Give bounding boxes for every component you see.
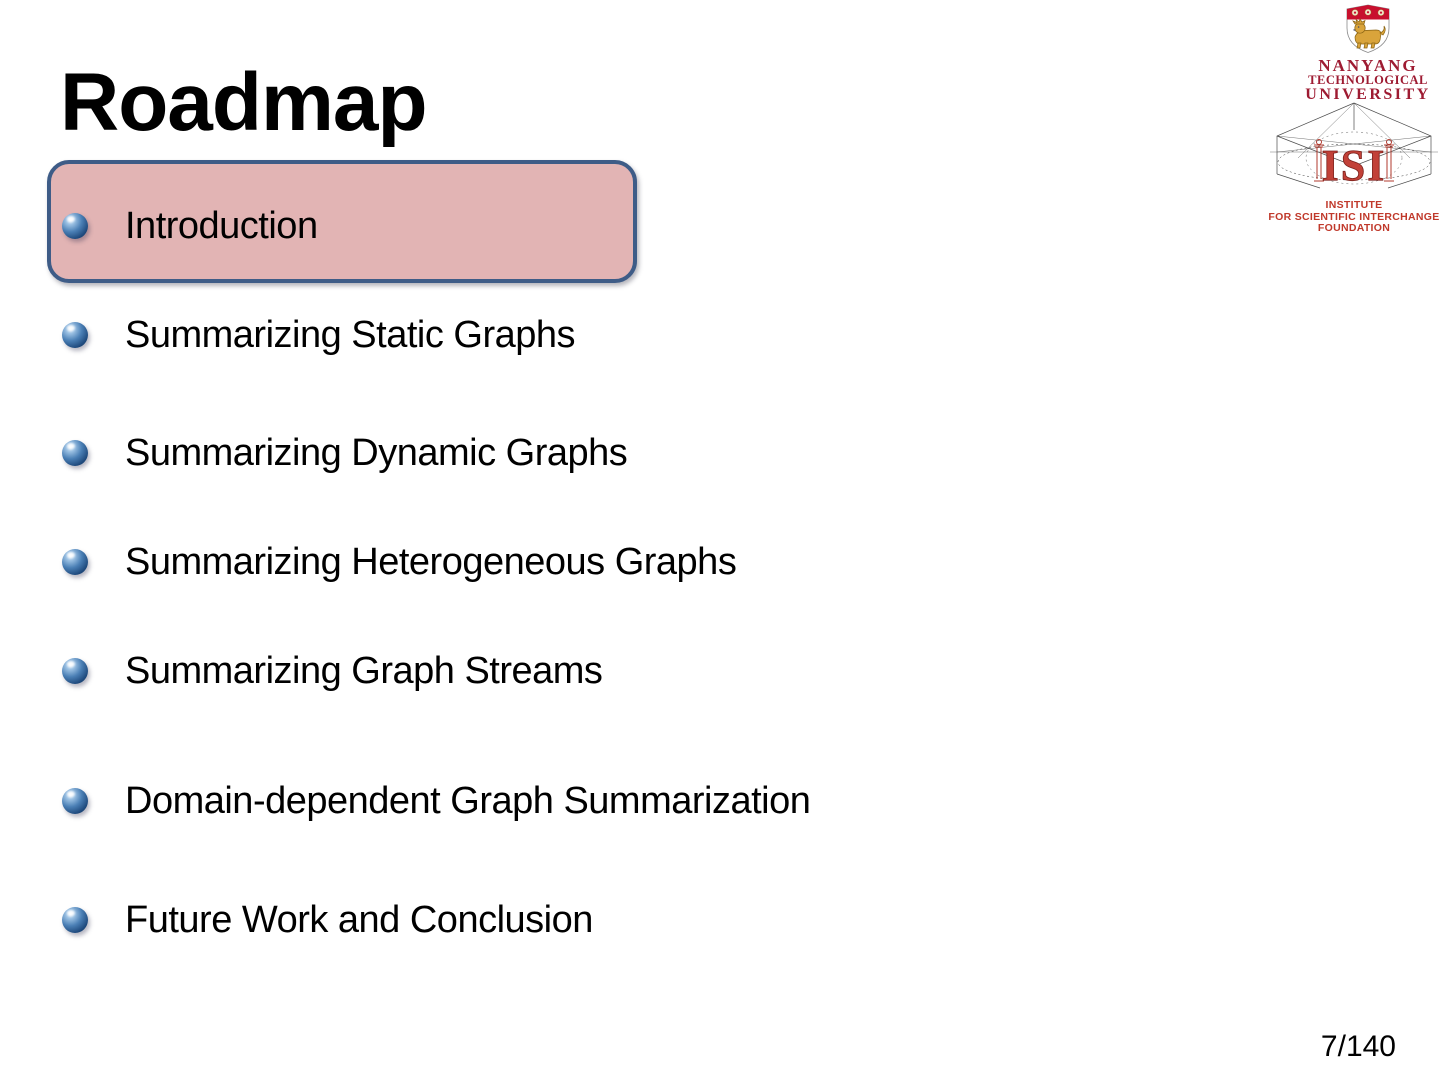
roadmap-item-label: Introduction <box>125 204 318 247</box>
isi-wordmark-line1: INSTITUTE <box>1325 199 1383 211</box>
ntu-wordmark-line2: TECHNOLOGICAL <box>1308 73 1428 88</box>
page-number: 7/140 <box>1320 1030 1396 1063</box>
roadmap-item-introduction: Introduction <box>62 204 318 248</box>
bullet-sphere-icon <box>62 440 88 466</box>
isi-wordmark-line2: FOR SCIENTIFIC INTERCHANGE <box>1268 210 1440 223</box>
roadmap-item-label: Summarizing Heterogeneous Graphs <box>125 540 737 583</box>
isi-acronym: ISI <box>1322 141 1387 190</box>
bullet-sphere-icon <box>62 907 88 933</box>
roadmap-item-label: Future Work and Conclusion <box>125 898 593 941</box>
ntu-logo: NANYANG TECHNOLOGICAL UNIVERSITY <box>1296 4 1440 103</box>
isi-logo: ISI INSTITUTE FOR SCIENTIFIC INTERCHANGE… <box>1268 100 1440 235</box>
ntu-shield-icon <box>1346 4 1390 53</box>
page-title: Roadmap <box>60 57 428 148</box>
ntu-wordmark-line3: UNIVERSITY <box>1305 86 1431 104</box>
roadmap-item-domain-dependent: Domain-dependent Graph Summarization <box>62 779 811 823</box>
roadmap-item-label: Summarizing Static Graphs <box>125 313 576 356</box>
roadmap-item-heterogeneous-graphs: Summarizing Heterogeneous Graphs <box>62 540 737 584</box>
bullet-sphere-icon <box>62 658 88 684</box>
current-section-highlight-box <box>47 160 637 283</box>
roadmap-item-static-graphs: Summarizing Static Graphs <box>62 313 576 357</box>
roadmap-item-dynamic-graphs: Summarizing Dynamic Graphs <box>62 431 628 475</box>
bullet-sphere-icon <box>62 549 88 575</box>
roadmap-item-graph-streams: Summarizing Graph Streams <box>62 649 603 693</box>
isi-emblem-icon: ISI <box>1270 102 1438 190</box>
roadmap-item-label: Summarizing Graph Streams <box>125 649 603 692</box>
bullet-sphere-icon <box>62 788 88 814</box>
bullet-sphere-icon <box>62 322 88 348</box>
roadmap-item-label: Domain-dependent Graph Summarization <box>125 779 811 822</box>
roadmap-item-label: Summarizing Dynamic Graphs <box>125 431 628 474</box>
bullet-sphere-icon <box>62 213 88 239</box>
roadmap-item-future-work: Future Work and Conclusion <box>62 898 593 942</box>
ntu-wordmark-line1: NANYANG <box>1318 56 1418 75</box>
isi-wordmark-line3: FOUNDATION <box>1317 222 1391 235</box>
